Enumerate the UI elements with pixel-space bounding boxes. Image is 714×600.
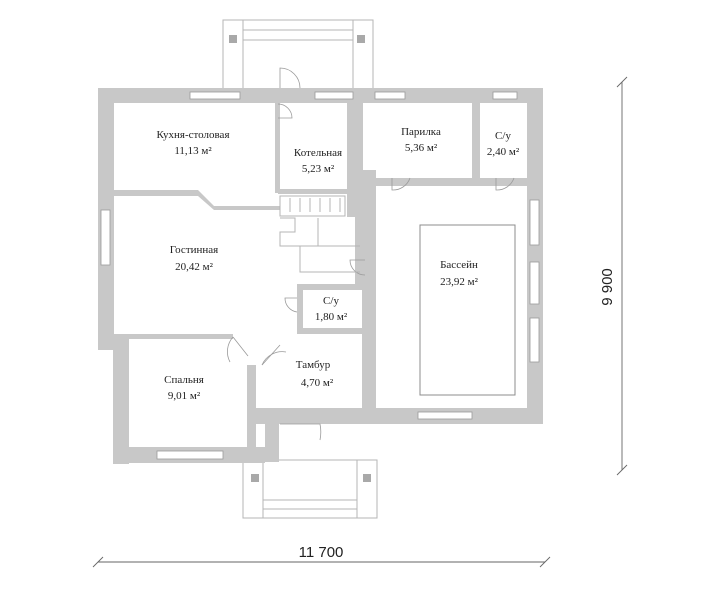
door-swing xyxy=(277,103,293,119)
dimension-width: 11 700 xyxy=(92,544,551,568)
room-labels: Кухня-столовая 11,13 м² Котельная 5,23 м… xyxy=(157,126,520,402)
room-area-boiler: 5,23 м² xyxy=(302,163,335,175)
door-swing xyxy=(349,259,366,276)
door-swing xyxy=(391,177,411,191)
door-swing xyxy=(284,297,298,313)
room-name-sauna: Парилка xyxy=(401,126,441,138)
window xyxy=(100,209,111,266)
room-area-kitchen: 11,13 м² xyxy=(174,145,212,157)
inner-walls xyxy=(113,101,532,339)
door-swing xyxy=(279,67,301,89)
room-name-pool: Бассейн xyxy=(440,259,478,271)
doors xyxy=(227,67,515,441)
room-area-living: 20,42 м² xyxy=(175,261,213,273)
room-area-vestibule: 4,70 м² xyxy=(301,377,334,389)
room-name-bedroom: Спальня xyxy=(164,374,204,386)
window xyxy=(529,317,540,363)
bottom-porch xyxy=(242,459,378,519)
door-swing xyxy=(227,336,234,363)
room-name-kitchen: Кухня-столовая xyxy=(157,129,230,141)
room-name-vestibule: Тамбур xyxy=(296,359,331,371)
room-area-sauna: 5,36 м² xyxy=(405,142,438,154)
porch-pillar xyxy=(357,35,365,43)
dimension-depth-label: 9 900 xyxy=(599,268,616,306)
windows xyxy=(100,91,540,460)
room-name-wc-mid: С/у xyxy=(323,295,339,307)
room-area-wc-top: 2,40 м² xyxy=(487,146,520,158)
window xyxy=(189,91,241,100)
porch-pillar xyxy=(229,35,237,43)
room-name-wc-top: С/у xyxy=(495,130,511,142)
pool-basin xyxy=(419,224,516,396)
window xyxy=(314,91,354,100)
window xyxy=(374,91,406,100)
porch-pillar xyxy=(251,474,259,482)
window xyxy=(529,261,540,305)
window xyxy=(156,450,224,460)
room-area-wc-mid: 1,80 м² xyxy=(315,311,348,323)
door-swing xyxy=(495,177,515,191)
room-area-pool: 23,92 м² xyxy=(440,276,478,288)
window xyxy=(417,411,473,420)
window xyxy=(492,91,518,100)
door-leaf xyxy=(232,336,249,357)
room-name-boiler: Котельная xyxy=(294,147,342,159)
door-swing xyxy=(261,351,287,366)
staircase xyxy=(279,195,360,273)
dimension-width-label: 11 700 xyxy=(299,544,344,561)
window xyxy=(529,199,540,246)
dimension-depth: 9 900 xyxy=(599,76,628,476)
porch-pillar xyxy=(363,474,371,482)
room-area-bedroom: 9,01 м² xyxy=(168,390,201,402)
door-swing xyxy=(280,423,322,441)
room-name-living: Гостинная xyxy=(170,244,218,256)
